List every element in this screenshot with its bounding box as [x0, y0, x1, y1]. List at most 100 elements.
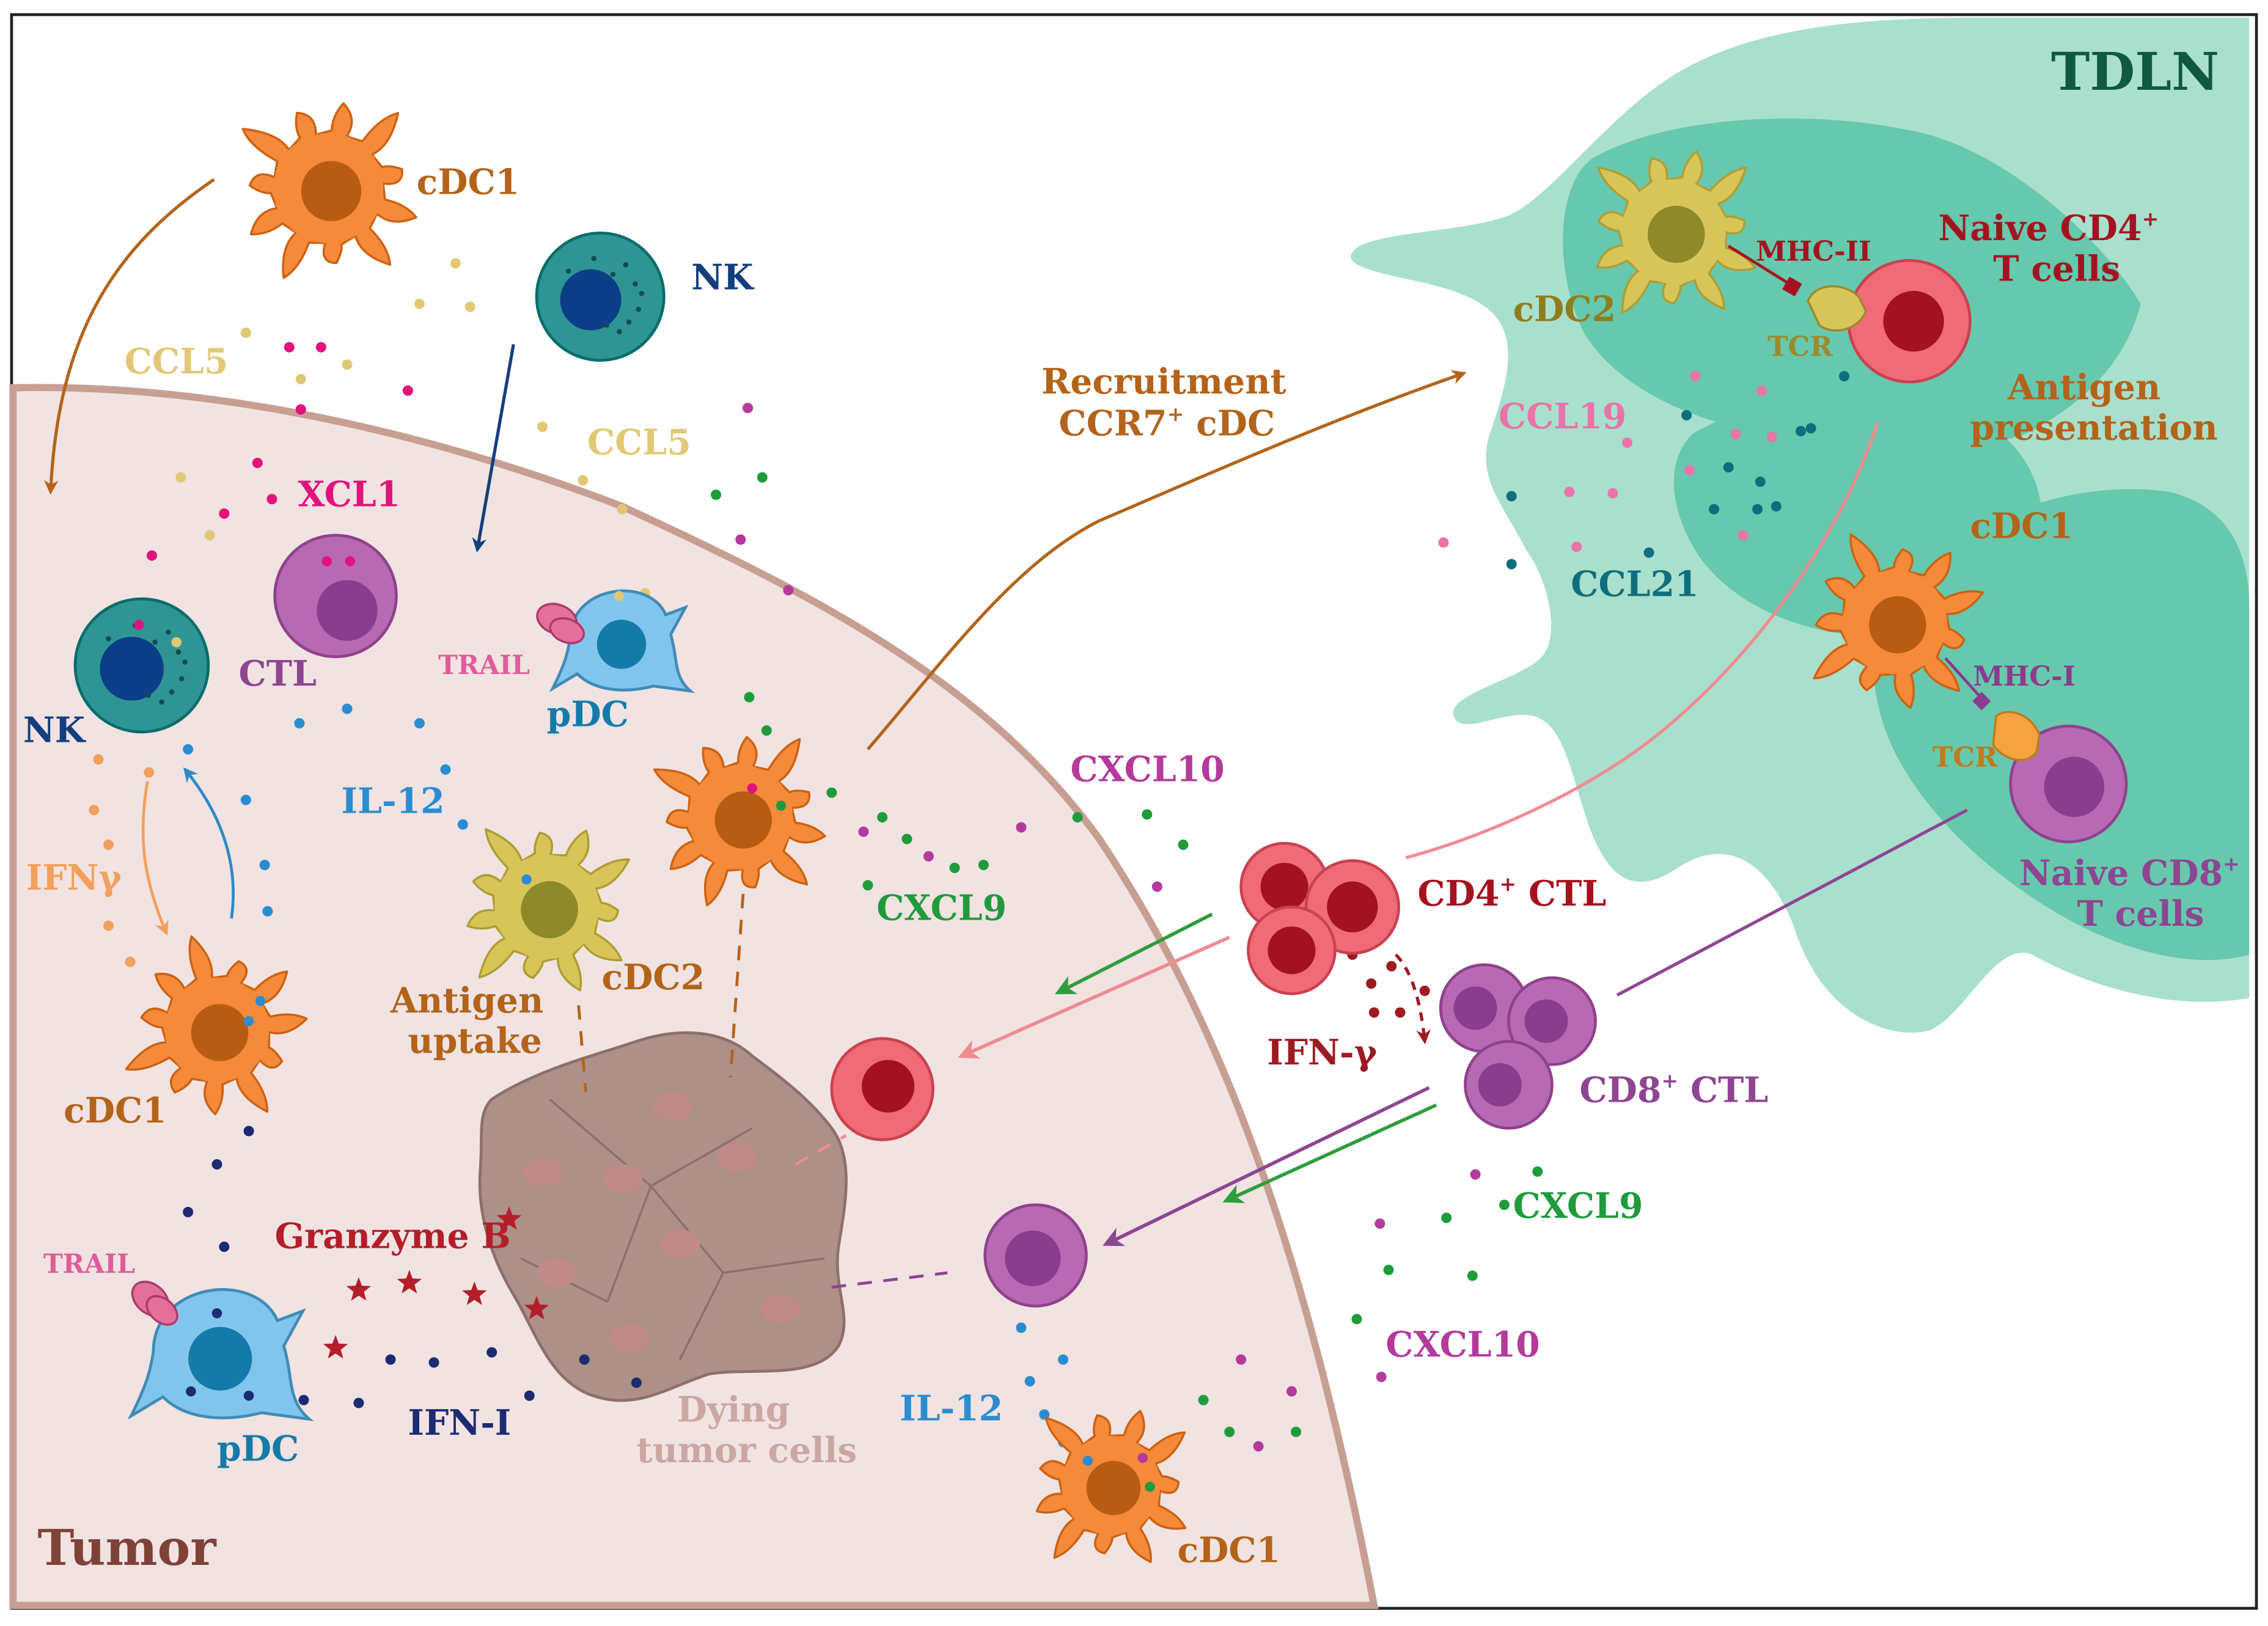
ccl19-dots-dot [1756, 385, 1767, 396]
ifn-gamma-ctl-label: IFN-γ [1267, 1033, 1377, 1073]
granzyme-star [462, 1281, 487, 1305]
tcr-receptor-top [1807, 285, 1867, 332]
cd8-ctl-3 [1464, 1039, 1554, 1130]
cxcl10-mid-dots [735, 403, 1162, 892]
ccl21-dots-dot [1506, 558, 1517, 569]
ccl21-dots-dot [1506, 491, 1517, 502]
cxcl10-mid-label: CXCL10 [1070, 749, 1224, 789]
cell-granule [211, 1308, 222, 1319]
naive-cd8-line1: Naive CD8+ [2019, 852, 2240, 894]
cxcl9-right-dots-dot [1224, 1426, 1235, 1437]
cdc2-mid-label: cDC2 [602, 958, 705, 998]
ccl21-dots [1506, 371, 1850, 569]
ifngamma-dots-dot [103, 920, 114, 931]
cd8-tcell-tumor-nucleus [1005, 1230, 1061, 1286]
chemokine-dots [89, 258, 1850, 1452]
mhc2-receptor [1782, 276, 1802, 297]
cd4-ctl-2-nucleus [1327, 881, 1378, 932]
dashed-line-cd4 [795, 1134, 847, 1166]
dying-label-line1: Dying [677, 1390, 790, 1430]
xcl1-dots-dot [315, 342, 326, 353]
cell-granule [521, 874, 532, 885]
ccl19-dots-dot [1730, 428, 1741, 439]
cxcl9-mid-dots-dot [978, 860, 989, 871]
ccl5-dots-dot [578, 475, 589, 486]
cxcl10-mid-dots-dot [1151, 881, 1162, 892]
cxcl9-right-dots-dot [1198, 1394, 1209, 1405]
pdc-mid-cell-nucleus [596, 620, 647, 669]
ccl19-dots [1438, 371, 1777, 552]
ccl19-dots-dot [1738, 530, 1749, 541]
il12-dots-dot [262, 906, 273, 917]
il12-dots-dot [414, 718, 425, 729]
cxcl9-mid-dots-dot [862, 880, 873, 891]
xcl1-dots-dot [146, 550, 158, 561]
naive-cd4-tcell [1847, 258, 1972, 384]
cdc1-tdln-cell-nucleus [1869, 596, 1926, 654]
ccl19-dots-dot [1438, 537, 1449, 548]
xcl1-dots [146, 342, 413, 561]
cxcl9-right-dots-dot [1351, 1314, 1362, 1325]
mhc2-label: MHC-II [1756, 235, 1871, 267]
arrow-cd8-ctl-to-cd8 [1103, 1086, 1430, 1247]
cdc1-tdln-cell [1813, 533, 1984, 709]
arrow-recruitment [867, 370, 1467, 750]
ifni-dots [183, 1126, 642, 1408]
cell-granule [614, 591, 625, 601]
cxcl9-right-dots-dot [1441, 1212, 1452, 1223]
granzyme-star [524, 1295, 549, 1320]
arrow-cxcl-green-bottom [1222, 1103, 1437, 1203]
dashed-line-cd8 [831, 1271, 948, 1289]
arrow-naive-cd4-to-ctl [1405, 422, 1879, 860]
ccl21-dots-dot [1723, 462, 1734, 473]
tumor-nucleus [537, 1258, 578, 1287]
cd8-ctl-1 [1439, 963, 1529, 1053]
ifn-i-label: IFN-I [408, 1403, 511, 1443]
mhc1-label: MHC-I [1973, 660, 2075, 692]
tumor-nucleus [522, 1157, 563, 1186]
cxcl9-right-dots-dot [1532, 1166, 1543, 1177]
cd4-ctl-label: CD4+ CTL [1417, 872, 1606, 914]
ifni-dots-dot [211, 1159, 222, 1170]
tcr-bottom-label: TCR [1932, 741, 1998, 774]
cdc1-left-cell-nucleus [191, 1004, 249, 1061]
cdc2-tdln-cell [1596, 150, 1756, 314]
cdc1-left-label: cDC1 [64, 1091, 167, 1131]
tdln-label: TDLN [2051, 42, 2219, 103]
ccl5-dots-dot [175, 472, 186, 483]
cxcl10-right-dots-dot [1236, 1354, 1247, 1365]
cxcl10-right-dots-dot [1286, 1386, 1297, 1397]
tumor-nucleus [659, 1229, 700, 1259]
il12-dots [183, 703, 468, 917]
antigen-uptake-line2: uptake [408, 1021, 542, 1061]
ctl-label: CTL [239, 654, 317, 694]
cxcl9-mid-dots-dot [711, 489, 722, 500]
granzyme-star [346, 1277, 372, 1301]
cdc1-mid-cell [653, 736, 826, 907]
cxcl9-right-dots-dot [1499, 1199, 1510, 1210]
ccl5-left-label: CCL5 [125, 342, 229, 382]
cdc2-mid-cell [466, 828, 631, 992]
labels: TDLN Tumor cDC1 NK CCL5 CCL5 XCL1 CTL TR… [23, 42, 2240, 1577]
nk-left-cell-nucleus [100, 637, 164, 701]
nk-left-label: NK [23, 710, 87, 750]
cdc1-left-cell [125, 935, 308, 1116]
ifng-ctl-dots-dot [1419, 985, 1430, 996]
xcl1-dots-dot [219, 508, 230, 519]
cd8-ctl-1-nucleus [1453, 986, 1497, 1030]
mhc1-tcr-complex [1944, 657, 2041, 761]
cdc1-tdln-label: cDC1 [1970, 507, 2073, 547]
ccl5-dots-dot [204, 530, 215, 541]
arrow-cd4-ctl-to-cd4 [958, 936, 1230, 1059]
ifni-dots-dot [183, 1207, 194, 1218]
cdc1-mid-cell-nucleus [714, 791, 773, 849]
il12-dots-dot [457, 819, 468, 830]
tumor-nucleus [717, 1142, 758, 1172]
cxcl9-mid-dots-dot [761, 725, 772, 736]
cxcl10-right-dots-dot [1374, 1218, 1385, 1229]
ccl21-dots-dot [1709, 504, 1720, 515]
cd8-ctl-label: CD8+ CTL [1579, 1069, 1768, 1111]
cell-granule [1145, 1481, 1155, 1492]
ifng-ctl-dots-dot [1386, 961, 1397, 972]
